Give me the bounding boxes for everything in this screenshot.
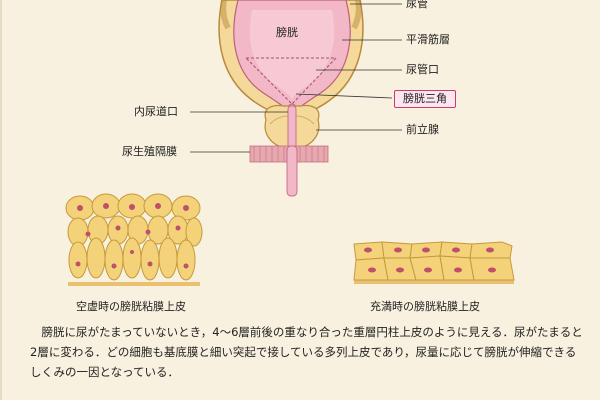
- label-ureter: 尿管: [406, 0, 428, 10]
- empty-epithelium: [65, 193, 203, 286]
- caption-full-epithelium: 充満時の膀胱粘膜上皮: [370, 300, 480, 313]
- description-paragraph: 膀胱に尿がたまっていないとき，4〜6層前後の重なり合った重層円柱上皮のように見え…: [30, 325, 583, 379]
- label-bladder: 膀胱: [276, 26, 298, 39]
- label-smooth-muscle: 平滑筋層: [406, 33, 450, 46]
- caption-empty-epithelium: 空虚時の膀胱粘膜上皮: [76, 300, 186, 313]
- ureter-right: [351, 0, 362, 30]
- label-urogenital-diaphragm: 尿生殖隔膜: [122, 145, 177, 158]
- label-trigone: 膀胱三角: [394, 90, 456, 108]
- trigone-outline: [244, 57, 338, 105]
- label-prostate: 前立腺: [406, 123, 439, 136]
- label-internal-urethral-orifice: 内尿道口: [134, 105, 178, 118]
- ureter-left: [220, 0, 231, 30]
- full-epithelium: [353, 241, 515, 284]
- label-ureteric-orifice: 尿管口: [406, 63, 439, 76]
